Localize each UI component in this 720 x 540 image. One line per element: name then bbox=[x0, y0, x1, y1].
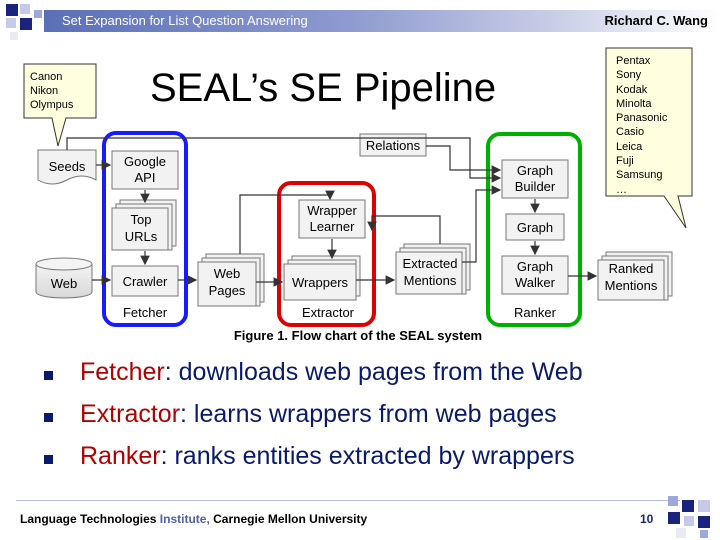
footer-part1: Language Technologies bbox=[20, 512, 160, 526]
wrappers-label: Wrappers bbox=[292, 275, 349, 290]
footer-part3: Carnegie Mellon University bbox=[213, 512, 368, 526]
footer-text: Language Technologies Institute, Carnegi… bbox=[20, 512, 367, 526]
extractor-label: Extractor bbox=[302, 305, 355, 320]
web-label: Web bbox=[51, 276, 78, 291]
web-pages-stack bbox=[197, 253, 265, 307]
bubble-right-item: Leica bbox=[616, 140, 643, 153]
bullet-rest: : learns wrappers from web pages bbox=[180, 400, 557, 428]
graph-builder-box bbox=[501, 159, 569, 199]
web-cylinder bbox=[35, 257, 93, 299]
seeds-document: Seeds bbox=[37, 149, 97, 185]
bubble-right-item: Fuji bbox=[616, 155, 634, 168]
relations-label: Relations bbox=[366, 138, 421, 153]
extracted-mentions-stack bbox=[395, 243, 471, 295]
fetcher-group-outline bbox=[102, 131, 188, 327]
decor-square bbox=[20, 18, 32, 30]
decor-square bbox=[700, 530, 708, 538]
bullet-term: Fetcher bbox=[80, 358, 165, 386]
bubble-left-item: Nikon bbox=[30, 85, 59, 97]
decor-square bbox=[20, 4, 30, 14]
wrapper-learner-box bbox=[298, 199, 366, 239]
decor-square bbox=[676, 528, 686, 538]
ranked-mentions-label: Ranked bbox=[609, 261, 654, 276]
google-api-label: Google bbox=[124, 154, 166, 169]
graph-builder-label: Graph bbox=[517, 163, 553, 178]
bubble-left-item: Olympus bbox=[30, 99, 74, 111]
bullet-text: Ranker: ranks entities extracted by wrap… bbox=[80, 442, 575, 471]
bullet-square-icon bbox=[44, 455, 53, 464]
seeds-label: Seeds bbox=[49, 159, 86, 174]
extractor-group-outline bbox=[277, 181, 376, 327]
header-author: Richard C. Wang bbox=[604, 13, 708, 28]
decor-square bbox=[10, 32, 18, 40]
wrapper-learner-label: Wrapper bbox=[307, 203, 357, 218]
bubble-right-item: Minolta bbox=[616, 97, 652, 110]
ranker-label: Ranker bbox=[514, 305, 557, 320]
crawler-label: Crawler bbox=[123, 274, 168, 289]
decor-square bbox=[668, 496, 678, 506]
footer-divider bbox=[16, 500, 680, 501]
bubble-right-item: Samsung bbox=[616, 169, 663, 182]
wrapper-learner-label-2: Learner bbox=[310, 219, 355, 234]
bullet-rest: : ranks entities extracted by wrappers bbox=[160, 442, 575, 470]
extracted-mentions-label: Extracted bbox=[403, 256, 458, 271]
bubble-right-item: Casio bbox=[616, 126, 645, 139]
bullet-text: Fetcher: downloads web pages from the We… bbox=[80, 358, 583, 387]
bullet-square-icon bbox=[44, 371, 53, 380]
decor-square bbox=[684, 516, 694, 526]
decor-square bbox=[682, 500, 694, 512]
footer-part2: Institute, bbox=[159, 512, 214, 526]
graph-builder-label-2: Builder bbox=[515, 179, 556, 194]
decor-square bbox=[698, 516, 710, 528]
bullet-rest: : downloads web pages from the Web bbox=[164, 358, 583, 386]
bullet-square-icon bbox=[44, 413, 53, 422]
graph-box bbox=[505, 213, 565, 241]
bubble-right-text: Pentax Sony Kodak Minolta Panasonic Casi… bbox=[616, 54, 667, 197]
bullet-text: Extractor: learns wrappers from web page… bbox=[80, 400, 557, 429]
extracted-mentions-label-2: Mentions bbox=[404, 273, 457, 288]
bullet-term: Ranker bbox=[80, 442, 161, 470]
ranked-mentions-label-2: Mentions bbox=[605, 278, 658, 293]
bubble-left-item: Canon bbox=[30, 71, 63, 83]
decor-square bbox=[6, 4, 18, 16]
fetcher-label: Fetcher bbox=[123, 305, 168, 320]
google-api-box bbox=[111, 150, 179, 190]
decor-square bbox=[698, 500, 710, 512]
bubble-right-item: Pentax bbox=[616, 55, 651, 67]
bubble-left-text: Canon Nikon Olympus bbox=[30, 70, 73, 112]
bullet-term: Extractor bbox=[80, 400, 181, 428]
wrappers-stack bbox=[283, 255, 361, 301]
graph-walker-label-2: Walker bbox=[515, 275, 556, 290]
top-urls-label: Top bbox=[131, 212, 152, 227]
header-bar bbox=[44, 10, 720, 32]
google-api-label-2: API bbox=[135, 170, 156, 185]
slide-title: SEAL’s SE Pipeline bbox=[150, 66, 497, 110]
top-urls-label-2: URLs bbox=[125, 229, 158, 244]
web-pages-label-2: Pages bbox=[209, 283, 246, 298]
bubble-right-item: Sony bbox=[616, 69, 642, 82]
figure-caption: Figure 1. Flow chart of the SEAL system bbox=[234, 328, 482, 343]
decor-square bbox=[668, 512, 680, 524]
crawler-box bbox=[111, 265, 179, 297]
header-title: Set Expansion for List Question Answerin… bbox=[62, 13, 308, 28]
page-number: 10 bbox=[640, 512, 654, 526]
graph-label: Graph bbox=[517, 220, 553, 235]
decor-square bbox=[34, 10, 42, 18]
ranked-mentions-stack bbox=[597, 251, 673, 301]
bubble-right-item: Kodak bbox=[616, 83, 648, 96]
web-pages-label: Web bbox=[214, 266, 241, 281]
decor-square bbox=[6, 18, 16, 28]
bubble-right-item: … bbox=[616, 183, 627, 196]
top-urls-stack bbox=[111, 199, 177, 251]
graph-walker-label: Graph bbox=[517, 259, 553, 274]
graph-walker-box bbox=[501, 255, 569, 295]
relations-document: Relations bbox=[359, 133, 427, 157]
bubble-right-item: Panasonic bbox=[616, 112, 668, 125]
ranker-group-outline bbox=[486, 132, 582, 327]
